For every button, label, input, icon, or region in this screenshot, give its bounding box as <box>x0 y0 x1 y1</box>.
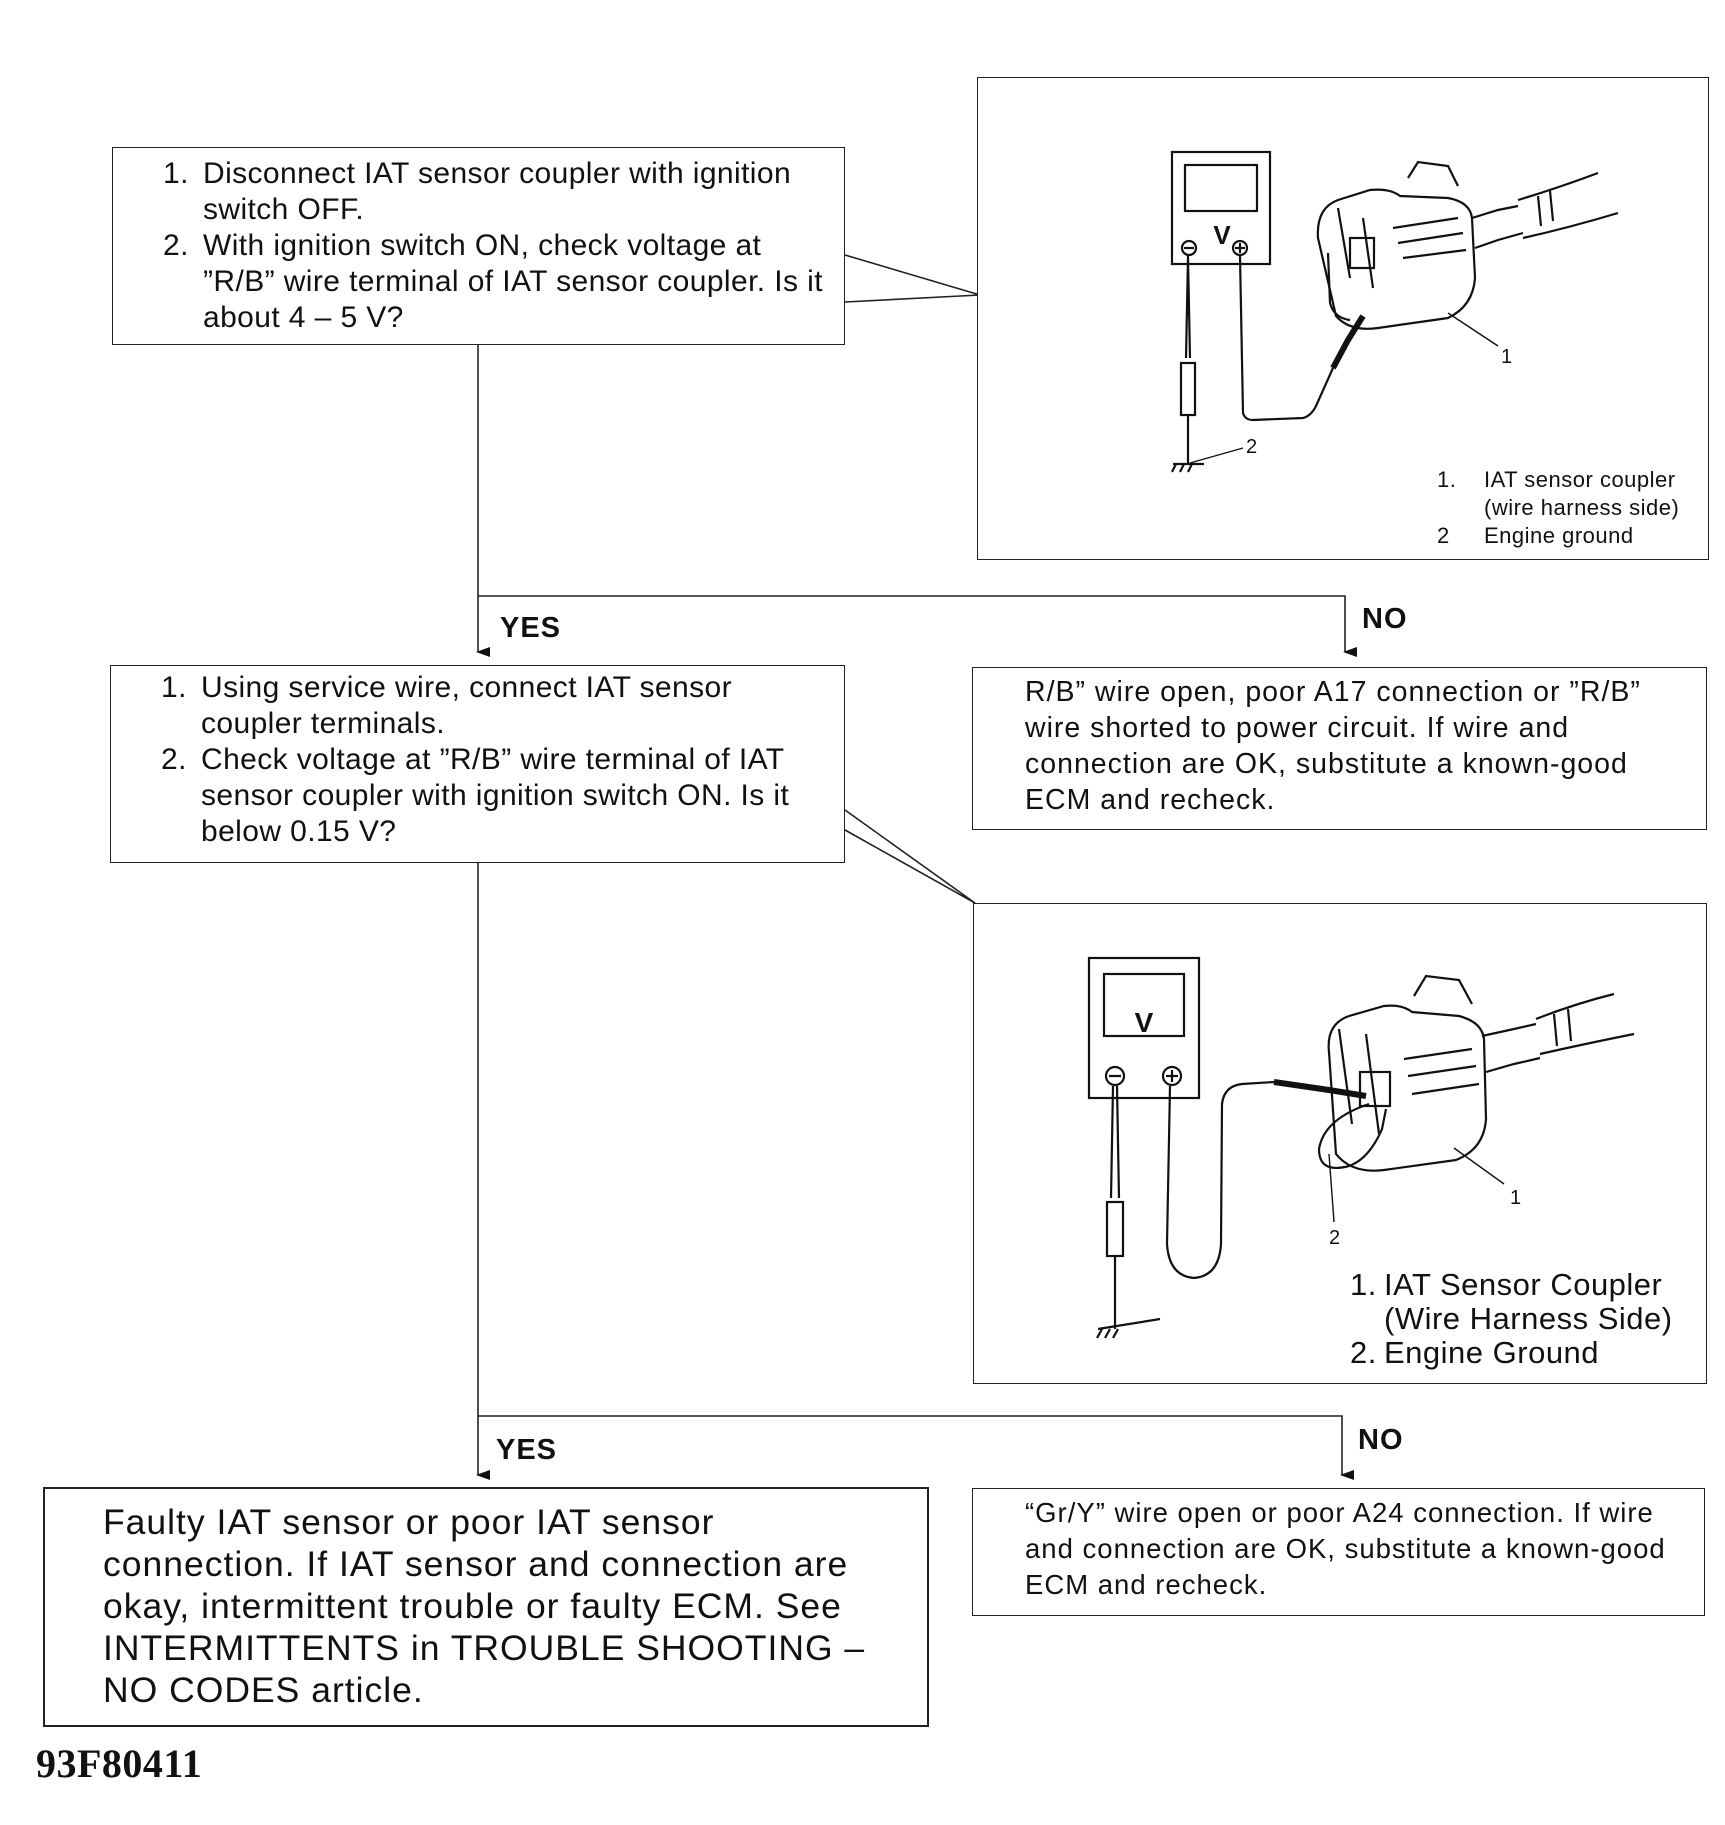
voltmeter-coupler-drawing-2: V 1 2 <box>1087 956 1635 1339</box>
callout-pointer-1 <box>844 254 981 303</box>
result-no-1-text: R/B” wire open, poor A17 connection or ”… <box>1025 676 1641 816</box>
illustration-voltage-check-2: V 1 2 <box>973 903 1707 1384</box>
yes-label-2: YES <box>496 1434 558 1466</box>
step-2-item: 2.Check voltage at ”R/B” wire terminal o… <box>161 743 790 848</box>
callout-number: 2 <box>1329 1227 1340 1249</box>
step-2-box: 1.Using service wire, connect IAT sensor… <box>110 665 845 863</box>
no-label-2: NO <box>1358 1424 1404 1456</box>
coupler-icon <box>1316 188 1477 330</box>
no-label-1: NO <box>1362 603 1408 635</box>
step-2-item: 1.Using service wire, connect IAT sensor… <box>161 671 732 740</box>
illustration-voltage-check-1: V 1 2 <box>977 77 1709 560</box>
result-yes-final-text: Faulty IAT sensor or poor IAT sensor con… <box>103 1502 866 1710</box>
illustration-1-legend: 1.IAT sensor coupler (wire harness side)… <box>1437 466 1709 550</box>
yes-label-1: YES <box>500 612 562 644</box>
figure-id: 93F80411 <box>36 1741 203 1786</box>
result-no-2-box: “Gr/Y” wire open or poor A24 connection.… <box>972 1488 1705 1616</box>
meter-label: V <box>1213 220 1231 250</box>
no-arrow-2 <box>478 1415 1354 1480</box>
illustration-2-legend: 1.IAT Sensor Coupler (Wire Harness Side)… <box>1350 1268 1680 1370</box>
step-1-item: 2.With ignition switch ON, check voltage… <box>163 229 823 334</box>
legend-item: 1.IAT sensor coupler (wire harness side) <box>1437 467 1680 520</box>
result-no-1-box: R/B” wire open, poor A17 connection or ”… <box>972 667 1707 830</box>
no-arrow-1 <box>478 595 1357 657</box>
meter-label: V <box>1135 1007 1154 1038</box>
callout-number: 1 <box>1501 346 1512 368</box>
callout-number: 1 <box>1510 1187 1521 1209</box>
result-no-2-text: “Gr/Y” wire open or poor A24 connection.… <box>1025 1497 1666 1600</box>
result-yes-final-box: Faulty IAT sensor or poor IAT sensor con… <box>43 1487 929 1727</box>
step-1-box: 1.Disconnect IAT sensor coupler with ign… <box>112 147 845 345</box>
callout-number: 2 <box>1246 436 1257 458</box>
voltmeter-icon <box>1087 956 1201 1100</box>
legend-item: 1.IAT Sensor Coupler (Wire Harness Side) <box>1350 1267 1673 1336</box>
voltmeter-icon <box>1170 150 1272 266</box>
coupler-icon <box>1327 1004 1488 1172</box>
step-1-item: 1.Disconnect IAT sensor coupler with ign… <box>163 157 792 226</box>
legend-item: 2.Engine Ground <box>1350 1335 1600 1370</box>
callout-pointer-2 <box>844 809 976 904</box>
voltmeter-coupler-drawing-1: V 1 2 <box>1170 150 1619 473</box>
